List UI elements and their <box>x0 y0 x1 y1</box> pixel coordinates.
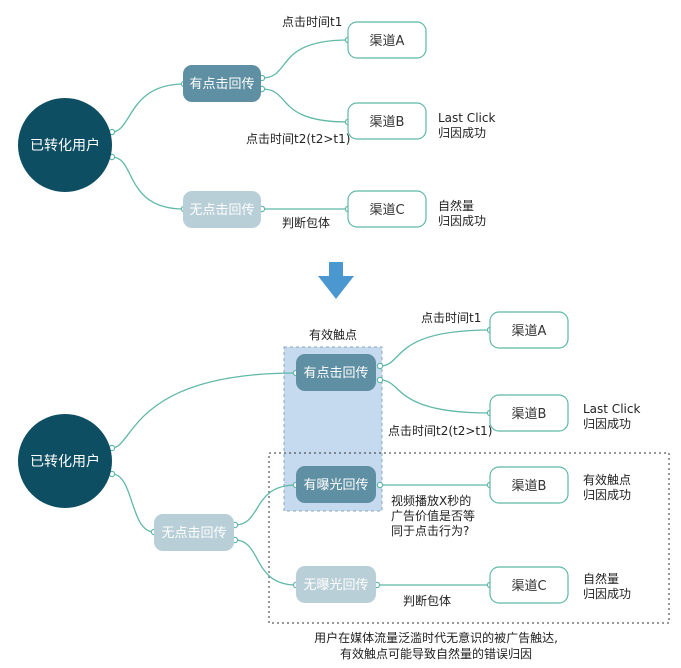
top-channel-c <box>347 190 427 228</box>
top-root-label: 已转化用户 <box>30 137 100 154</box>
top-noclick-node-label: 无点击回传 <box>189 203 254 218</box>
bottom-noclick-node-label: 无点击回传 <box>161 526 226 541</box>
bottom-edge-t1-label: 点击时间t1 <box>421 311 481 325</box>
bottom-edge-t2-label: 点击时间t2(t2>t1) <box>388 424 492 438</box>
bottom-exposure-node <box>296 466 376 503</box>
top-note-c-line2: 归因成功 <box>438 214 486 228</box>
footer-line2: 有效触点可能导致自然量的错误归因 <box>340 646 532 661</box>
bottom-channel-c-label: 渠道C <box>511 579 546 594</box>
connector-click-channel-b <box>261 88 349 123</box>
question-line3: 同于点击行为? <box>391 524 469 538</box>
top-noclick-node <box>183 191 261 228</box>
top-channel-c-label: 渠道C <box>369 203 404 218</box>
top-channel-b <box>347 102 427 140</box>
question-line1: 视频播放X秒的 <box>391 493 471 508</box>
connector-root-click <box>111 372 297 449</box>
top-note-b-line1: Last Click <box>438 111 495 125</box>
bottom-exposure-node-label: 有曝光回传 <box>303 478 368 493</box>
bottom-no-exposure-node <box>296 566 376 603</box>
top-note-b-line2: 归因成功 <box>438 126 486 140</box>
connector-root-click <box>111 83 185 133</box>
effective-touch-label: 有效触点 <box>309 327 357 342</box>
bottom-channel-a <box>489 311 569 349</box>
connector-noclick-exposure <box>234 484 297 526</box>
connector-click-channel-b <box>379 379 491 414</box>
connector-root-noclick <box>111 473 155 533</box>
bottom-root-label: 已转化用户 <box>30 453 100 470</box>
transition-down-arrow-icon <box>318 262 354 299</box>
bottom-diagram: 有效触点 已转化用户 有点击回传 <box>18 311 670 661</box>
bottom-no-exposure-node-label: 无曝光回传 <box>303 578 368 593</box>
bottom-note-click-b-line1: Last Click <box>583 402 640 416</box>
bottom-note-c-line2: 归因成功 <box>583 587 631 601</box>
top-click-node <box>183 65 261 102</box>
bottom-click-node-label: 有点击回传 <box>303 366 368 381</box>
bottom-channel-b-click <box>489 394 569 432</box>
top-channel-b-label: 渠道B <box>370 115 405 130</box>
misattribution-frame <box>268 452 670 624</box>
bottom-connectors <box>111 329 491 586</box>
bottom-note-click-b-line2: 归因成功 <box>583 417 631 431</box>
connector-click-channel-a <box>261 39 349 79</box>
top-diagram: 已转化用户 有点击回传 无点击回传 渠道A 渠道B 渠道C 点击时间t1 点击时… <box>18 15 495 230</box>
bottom-root-circle <box>18 414 112 508</box>
bottom-channel-b-exposure-label: 渠道B <box>512 479 547 494</box>
bottom-note-exposure-b-line2: 归因成功 <box>583 488 631 502</box>
bottom-channel-b-exposure <box>489 466 569 504</box>
top-connectors <box>111 39 349 210</box>
question-line2: 广告价值是否等 <box>391 508 475 523</box>
top-edge-judge-label: 判断包体 <box>282 215 330 230</box>
bottom-channel-a-label: 渠道A <box>512 324 547 339</box>
connector-root-noclick <box>111 156 185 210</box>
top-edge-t1-label: 点击时间t1 <box>282 15 342 29</box>
top-root-circle <box>18 98 112 192</box>
bottom-edge-judge-label: 判断包体 <box>403 593 451 608</box>
connector-noclick-no-exposure <box>234 539 297 586</box>
bottom-noclick-node <box>154 514 234 551</box>
footer-line1: 用户在媒体流量泛滥时代无意识的被广告触达, <box>314 630 558 645</box>
top-note-c-line1: 自然量 <box>438 198 474 213</box>
connector-click-channel-a <box>379 329 491 367</box>
bottom-note-exposure-b-line1: 有效触点 <box>583 472 631 487</box>
top-channel-a-label: 渠道A <box>370 34 405 49</box>
bottom-channel-c <box>489 566 569 604</box>
bottom-channel-b-click-label: 渠道B <box>512 407 547 422</box>
top-click-node-label: 有点击回传 <box>189 77 254 92</box>
top-edge-t2-label: 点击时间t2(t2>t1) <box>246 132 350 146</box>
top-channel-a <box>347 21 427 59</box>
bottom-click-node <box>296 354 376 391</box>
top-connector-dots <box>108 36 352 213</box>
bottom-note-c-line1: 自然量 <box>583 571 619 586</box>
